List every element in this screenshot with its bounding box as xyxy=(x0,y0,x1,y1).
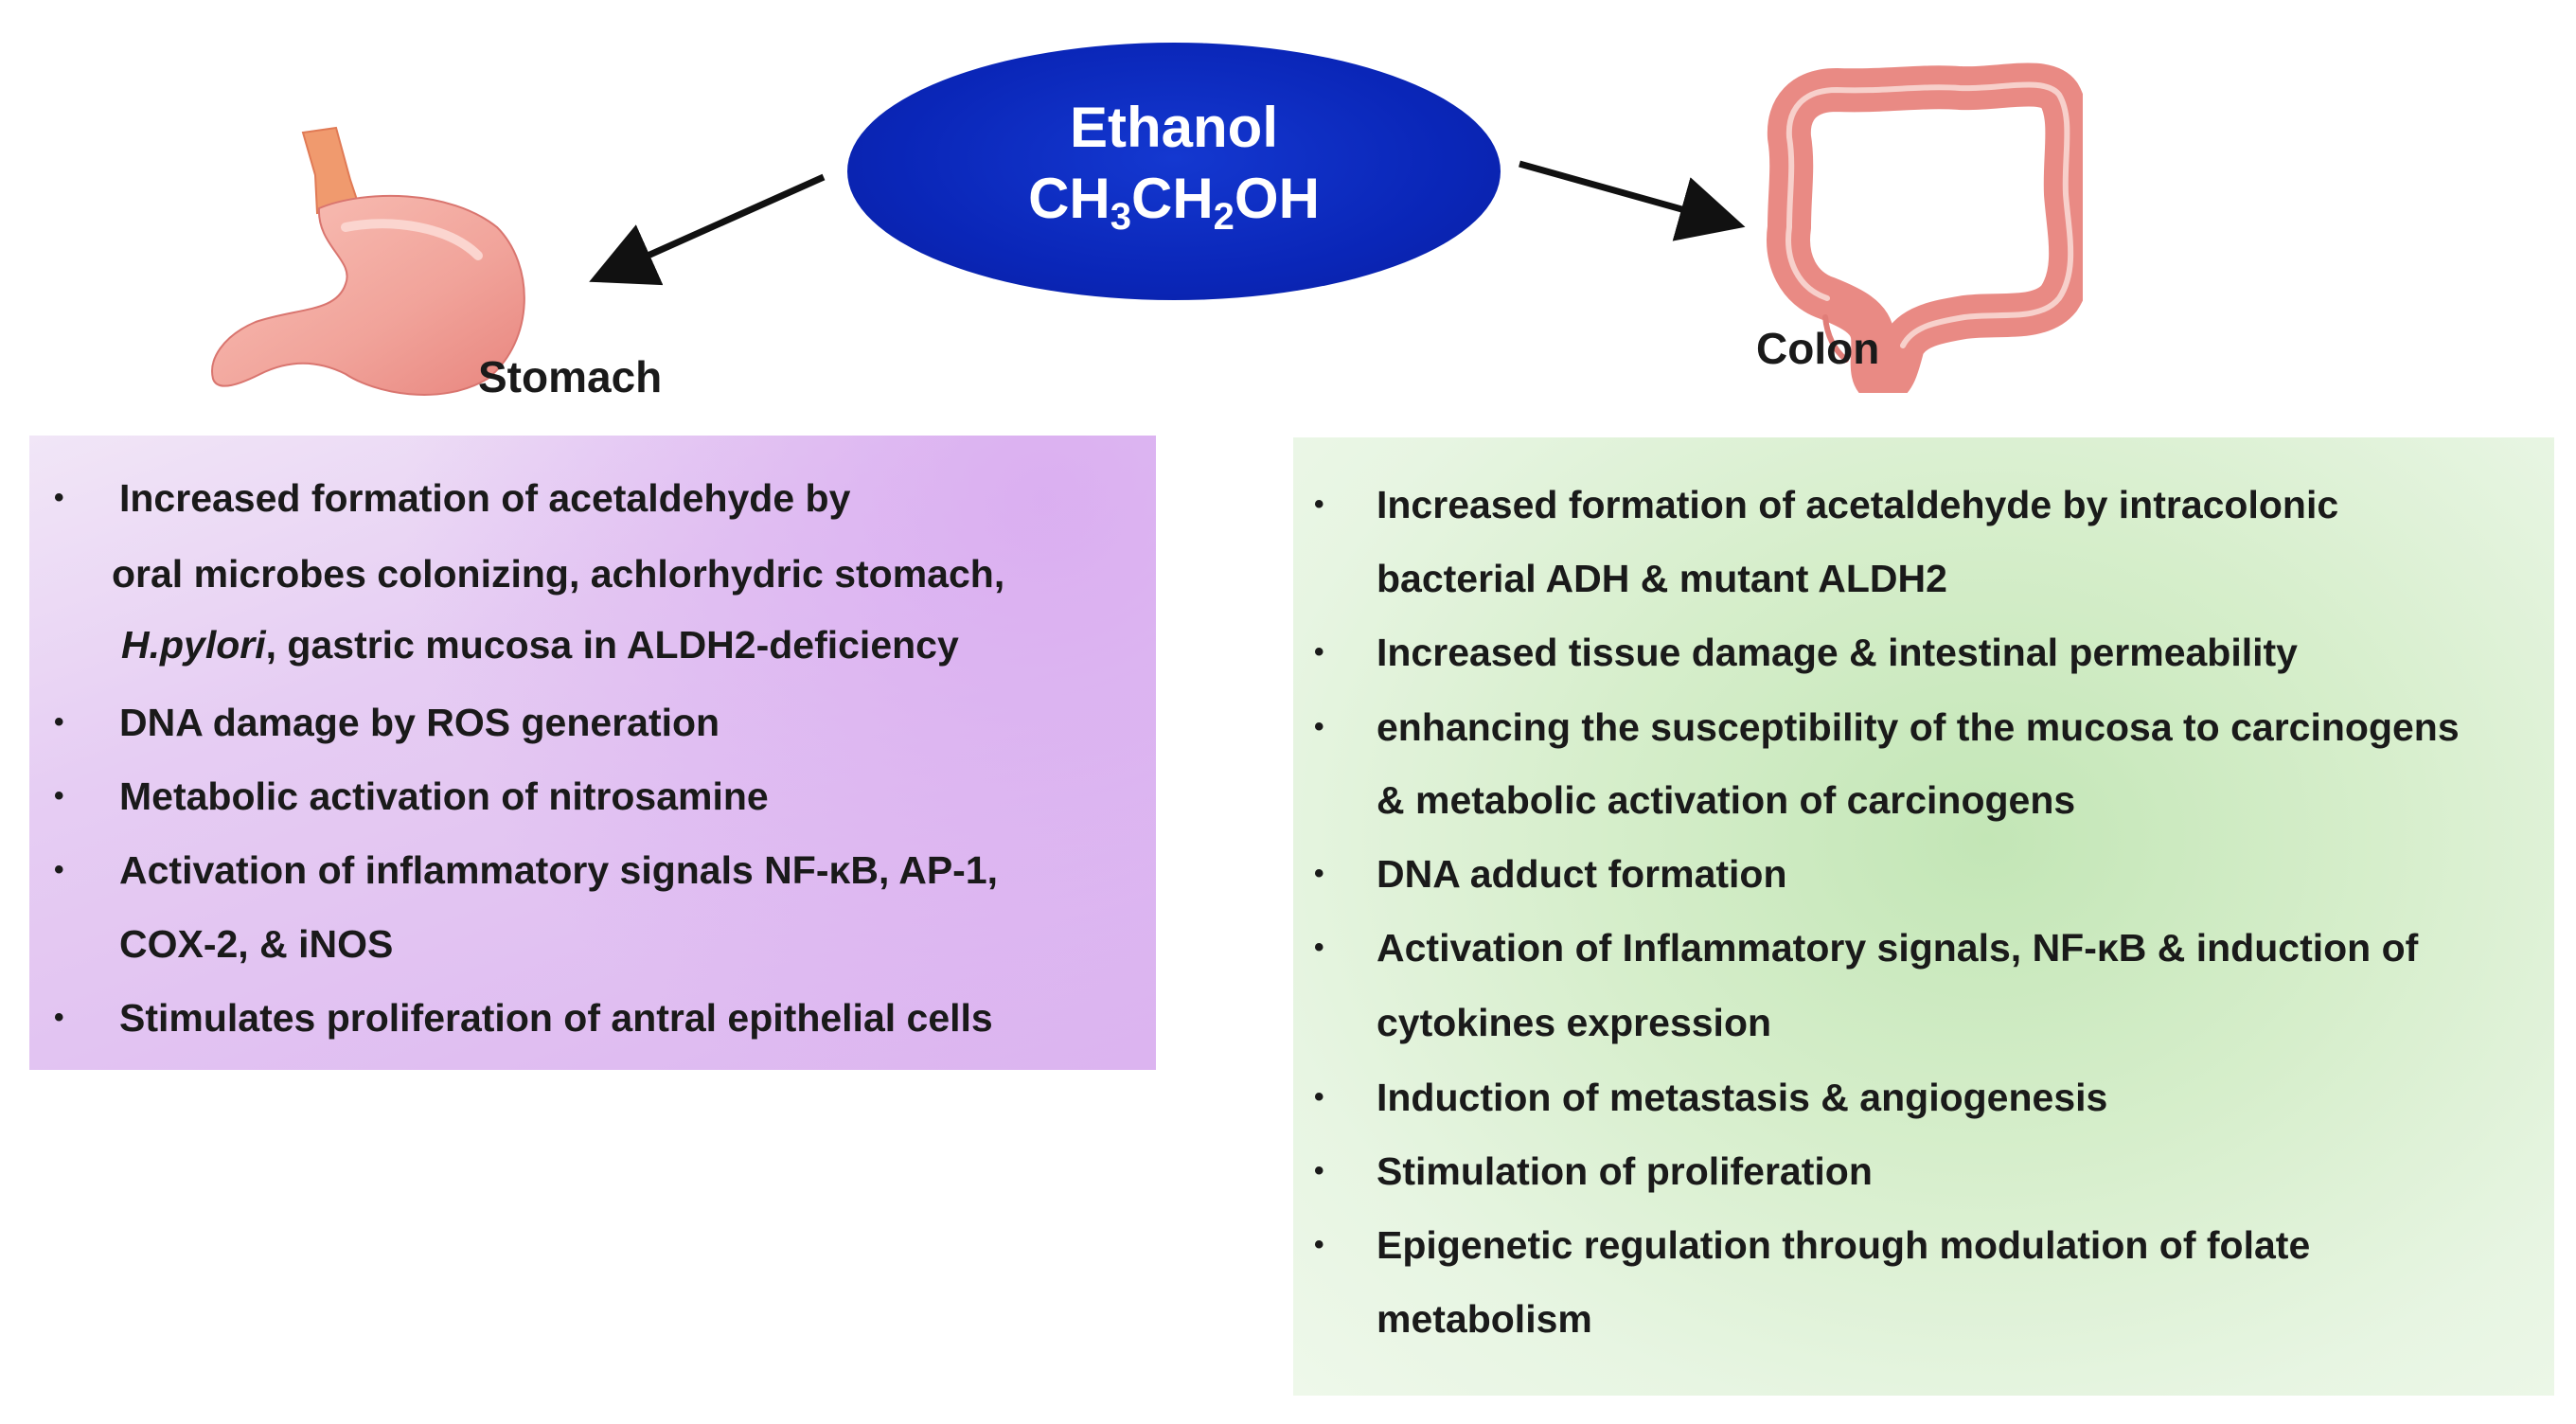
colon-item-3-line-2: & metabolic activation of carcinogens xyxy=(1377,778,2076,822)
bullet: • xyxy=(1314,932,1324,963)
colon-item-1-line-1: Increased formation of acetaldehyde by i… xyxy=(1377,483,2339,526)
stomach-item-1-line-1: Increased formation of acetaldehyde by xyxy=(119,476,851,520)
bullet: • xyxy=(1314,711,1324,742)
colon-item-8-line-1: Epigenetic regulation through modulation… xyxy=(1377,1223,2311,1267)
stomach-item-1-line-2: oral microbes colonizing, achlorhydric s… xyxy=(112,552,1005,596)
colon-item-2: Increased tissue damage & intestinal per… xyxy=(1377,631,2298,674)
bullet: • xyxy=(54,706,64,738)
stomach-item-5: Stimulates proliferation of antral epith… xyxy=(119,996,993,1040)
colon-item-6: Induction of metastasis & angiogenesis xyxy=(1377,1076,2108,1119)
ethanol-ellipse: Ethanol CH3CH2OH xyxy=(847,43,1501,300)
stomach-item-1-line-3: H.pylori, gastric mucosa in ALDH2-defici… xyxy=(121,623,959,667)
colon-item-4: DNA adduct formation xyxy=(1377,852,1787,896)
colon-item-1-line-2: bacterial ADH & mutant ALDH2 xyxy=(1377,557,1947,600)
bullet: • xyxy=(54,780,64,811)
stomach-item-3: Metabolic activation of nitrosamine xyxy=(119,774,769,818)
ethanol-formula: CH3CH2OH xyxy=(1028,167,1320,238)
arrow-to-colon xyxy=(1519,160,1746,241)
stomach-item-4-line-2: COX-2, & iNOS xyxy=(119,922,394,966)
colon-icon xyxy=(1767,62,2083,393)
colon-item-7: Stimulation of proliferation xyxy=(1377,1149,1873,1193)
bullet: • xyxy=(1314,858,1324,889)
bullet: • xyxy=(54,482,64,513)
colon-item-5-line-2: cytokines expression xyxy=(1377,1001,1772,1044)
bullet: • xyxy=(1314,1081,1324,1112)
stomach-item-4-line-1: Activation of inflammatory signals NF-κB… xyxy=(119,848,999,892)
bullet: • xyxy=(54,854,64,885)
ethanol-name: Ethanol xyxy=(1070,96,1278,159)
bullet: • xyxy=(1314,1155,1324,1186)
bullet: • xyxy=(1314,636,1324,668)
colon-effects-box: • Increased formation of acetaldehyde by… xyxy=(1293,437,2554,1396)
stomach-icon xyxy=(211,126,525,396)
colon-label: Colon xyxy=(1756,324,1880,373)
arrow-to-stomach xyxy=(589,173,826,286)
bullet: • xyxy=(1314,489,1324,520)
stomach-effects-box: • Increased formation of acetaldehyde by… xyxy=(29,436,1156,1070)
stomach-label: Stomach xyxy=(478,352,663,401)
bullet: • xyxy=(54,1002,64,1033)
colon-item-3-line-1: enhancing the susceptibility of the muco… xyxy=(1377,705,2460,749)
stomach-item-2: DNA damage by ROS generation xyxy=(119,701,720,744)
colon-item-5-line-1: Activation of Inflammatory signals, NF-κ… xyxy=(1377,926,2419,970)
bullet: • xyxy=(1314,1229,1324,1260)
colon-item-8-line-2: metabolism xyxy=(1377,1297,1592,1341)
